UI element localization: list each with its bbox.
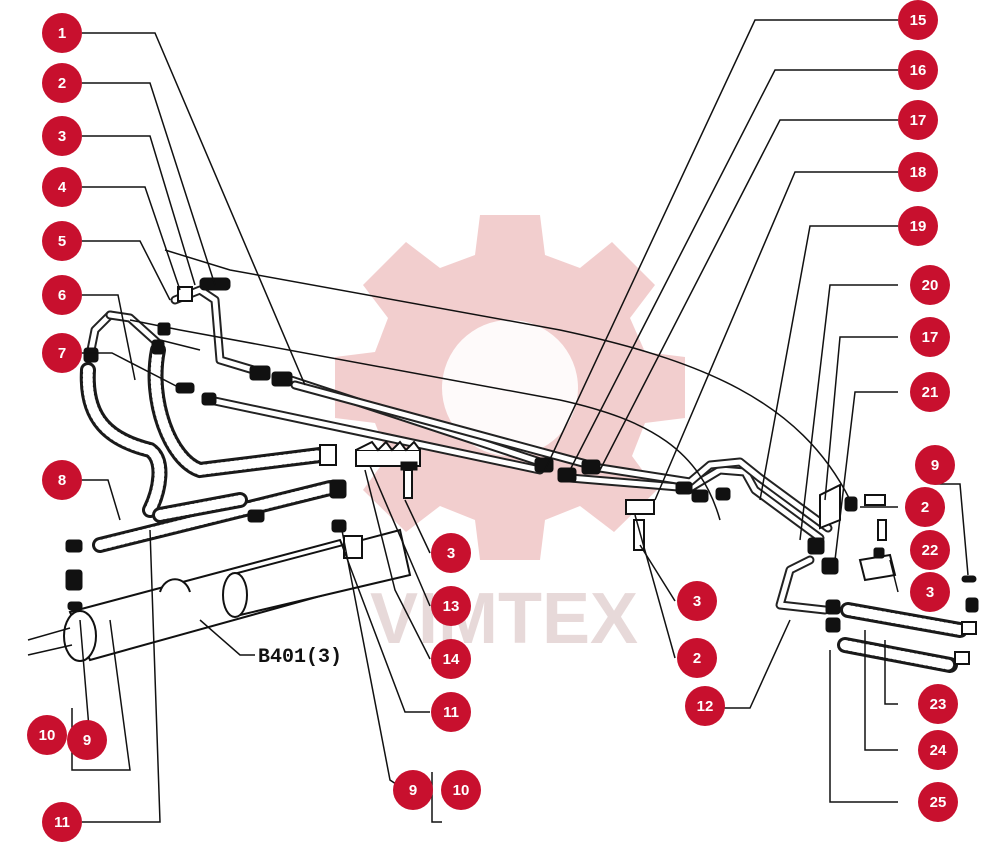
svg-text:18: 18 bbox=[910, 164, 927, 181]
svg-text:9: 9 bbox=[83, 732, 91, 749]
steel-pipes bbox=[85, 249, 851, 615]
svg-text:8: 8 bbox=[58, 472, 66, 489]
svg-text:15: 15 bbox=[910, 12, 927, 29]
svg-text:3: 3 bbox=[926, 584, 934, 601]
svg-text:13: 13 bbox=[443, 598, 460, 615]
watermark-text: VIMTEX bbox=[370, 579, 638, 659]
svg-text:2: 2 bbox=[58, 75, 66, 92]
reference-label: B401(3) bbox=[258, 646, 342, 669]
callout-2: 2 bbox=[42, 63, 82, 103]
callout-20: 20 bbox=[910, 265, 950, 305]
callout-11-left: 11 bbox=[42, 802, 82, 842]
callout-8: 8 bbox=[42, 460, 82, 500]
watermark-gear-logo: VIMTEX bbox=[335, 215, 685, 659]
callout-18: 18 bbox=[898, 152, 938, 192]
fittings bbox=[65, 277, 979, 665]
svg-text:9: 9 bbox=[931, 457, 939, 474]
callout-9-center: 9 bbox=[393, 770, 433, 810]
callout-10-center: 10 bbox=[441, 770, 481, 810]
callout-13: 13 bbox=[431, 586, 471, 626]
callout-9-left: 9 bbox=[67, 720, 107, 760]
callout-10-left: 10 bbox=[27, 715, 67, 755]
callout-15: 15 bbox=[898, 0, 938, 40]
callout-3-right: 3 bbox=[910, 572, 950, 612]
callout-3: 3 bbox=[42, 116, 82, 156]
svg-text:4: 4 bbox=[58, 179, 67, 196]
svg-text:3: 3 bbox=[58, 128, 66, 145]
callout-23: 23 bbox=[918, 684, 958, 724]
callout-7: 7 bbox=[42, 333, 82, 373]
callout-22: 22 bbox=[910, 530, 950, 570]
svg-text:12: 12 bbox=[697, 698, 714, 715]
leader-lines bbox=[71, 19, 969, 823]
svg-text:23: 23 bbox=[930, 696, 947, 713]
svg-text:11: 11 bbox=[443, 704, 459, 721]
svg-text:10: 10 bbox=[39, 727, 56, 744]
svg-text:1: 1 bbox=[58, 25, 66, 42]
svg-text:22: 22 bbox=[922, 542, 939, 559]
callout-17-lower: 17 bbox=[910, 317, 950, 357]
callout-19: 19 bbox=[898, 206, 938, 246]
callout-3-center: 3 bbox=[431, 533, 471, 573]
svg-text:5: 5 bbox=[58, 233, 66, 250]
callout-11-center: 11 bbox=[431, 692, 471, 732]
svg-text:3: 3 bbox=[447, 545, 455, 562]
svg-text:21: 21 bbox=[922, 384, 939, 401]
svg-text:14: 14 bbox=[443, 651, 460, 668]
svg-text:6: 6 bbox=[58, 287, 66, 304]
svg-text:24: 24 bbox=[930, 742, 947, 759]
svg-text:10: 10 bbox=[453, 782, 470, 799]
callout-17-top: 17 bbox=[898, 100, 938, 140]
callout-5: 5 bbox=[42, 221, 82, 261]
callout-6: 6 bbox=[42, 275, 82, 315]
svg-text:20: 20 bbox=[922, 277, 939, 294]
svg-text:2: 2 bbox=[921, 499, 929, 516]
svg-text:2: 2 bbox=[693, 650, 701, 667]
callout-1: 1 bbox=[42, 13, 82, 53]
callout-16: 16 bbox=[898, 50, 938, 90]
callout-4: 4 bbox=[42, 167, 82, 207]
callout-14: 14 bbox=[431, 639, 471, 679]
callout-3-mid: 3 bbox=[677, 581, 717, 621]
svg-text:17: 17 bbox=[910, 112, 927, 129]
callout-21: 21 bbox=[910, 372, 950, 412]
hoses bbox=[79, 342, 968, 673]
callout-24: 24 bbox=[918, 730, 958, 770]
callout-25: 25 bbox=[918, 782, 958, 822]
svg-text:11: 11 bbox=[54, 814, 70, 831]
callout-9-right: 9 bbox=[915, 445, 955, 485]
svg-text:16: 16 bbox=[910, 62, 927, 79]
callout-2-mid: 2 bbox=[677, 638, 717, 678]
svg-text:3: 3 bbox=[693, 593, 701, 610]
callout-2-right: 2 bbox=[905, 487, 945, 527]
svg-text:7: 7 bbox=[58, 345, 66, 362]
svg-text:19: 19 bbox=[910, 218, 927, 235]
svg-text:9: 9 bbox=[409, 782, 417, 799]
svg-text:25: 25 bbox=[930, 794, 947, 811]
callout-12: 12 bbox=[685, 686, 725, 726]
svg-text:17: 17 bbox=[922, 329, 939, 346]
